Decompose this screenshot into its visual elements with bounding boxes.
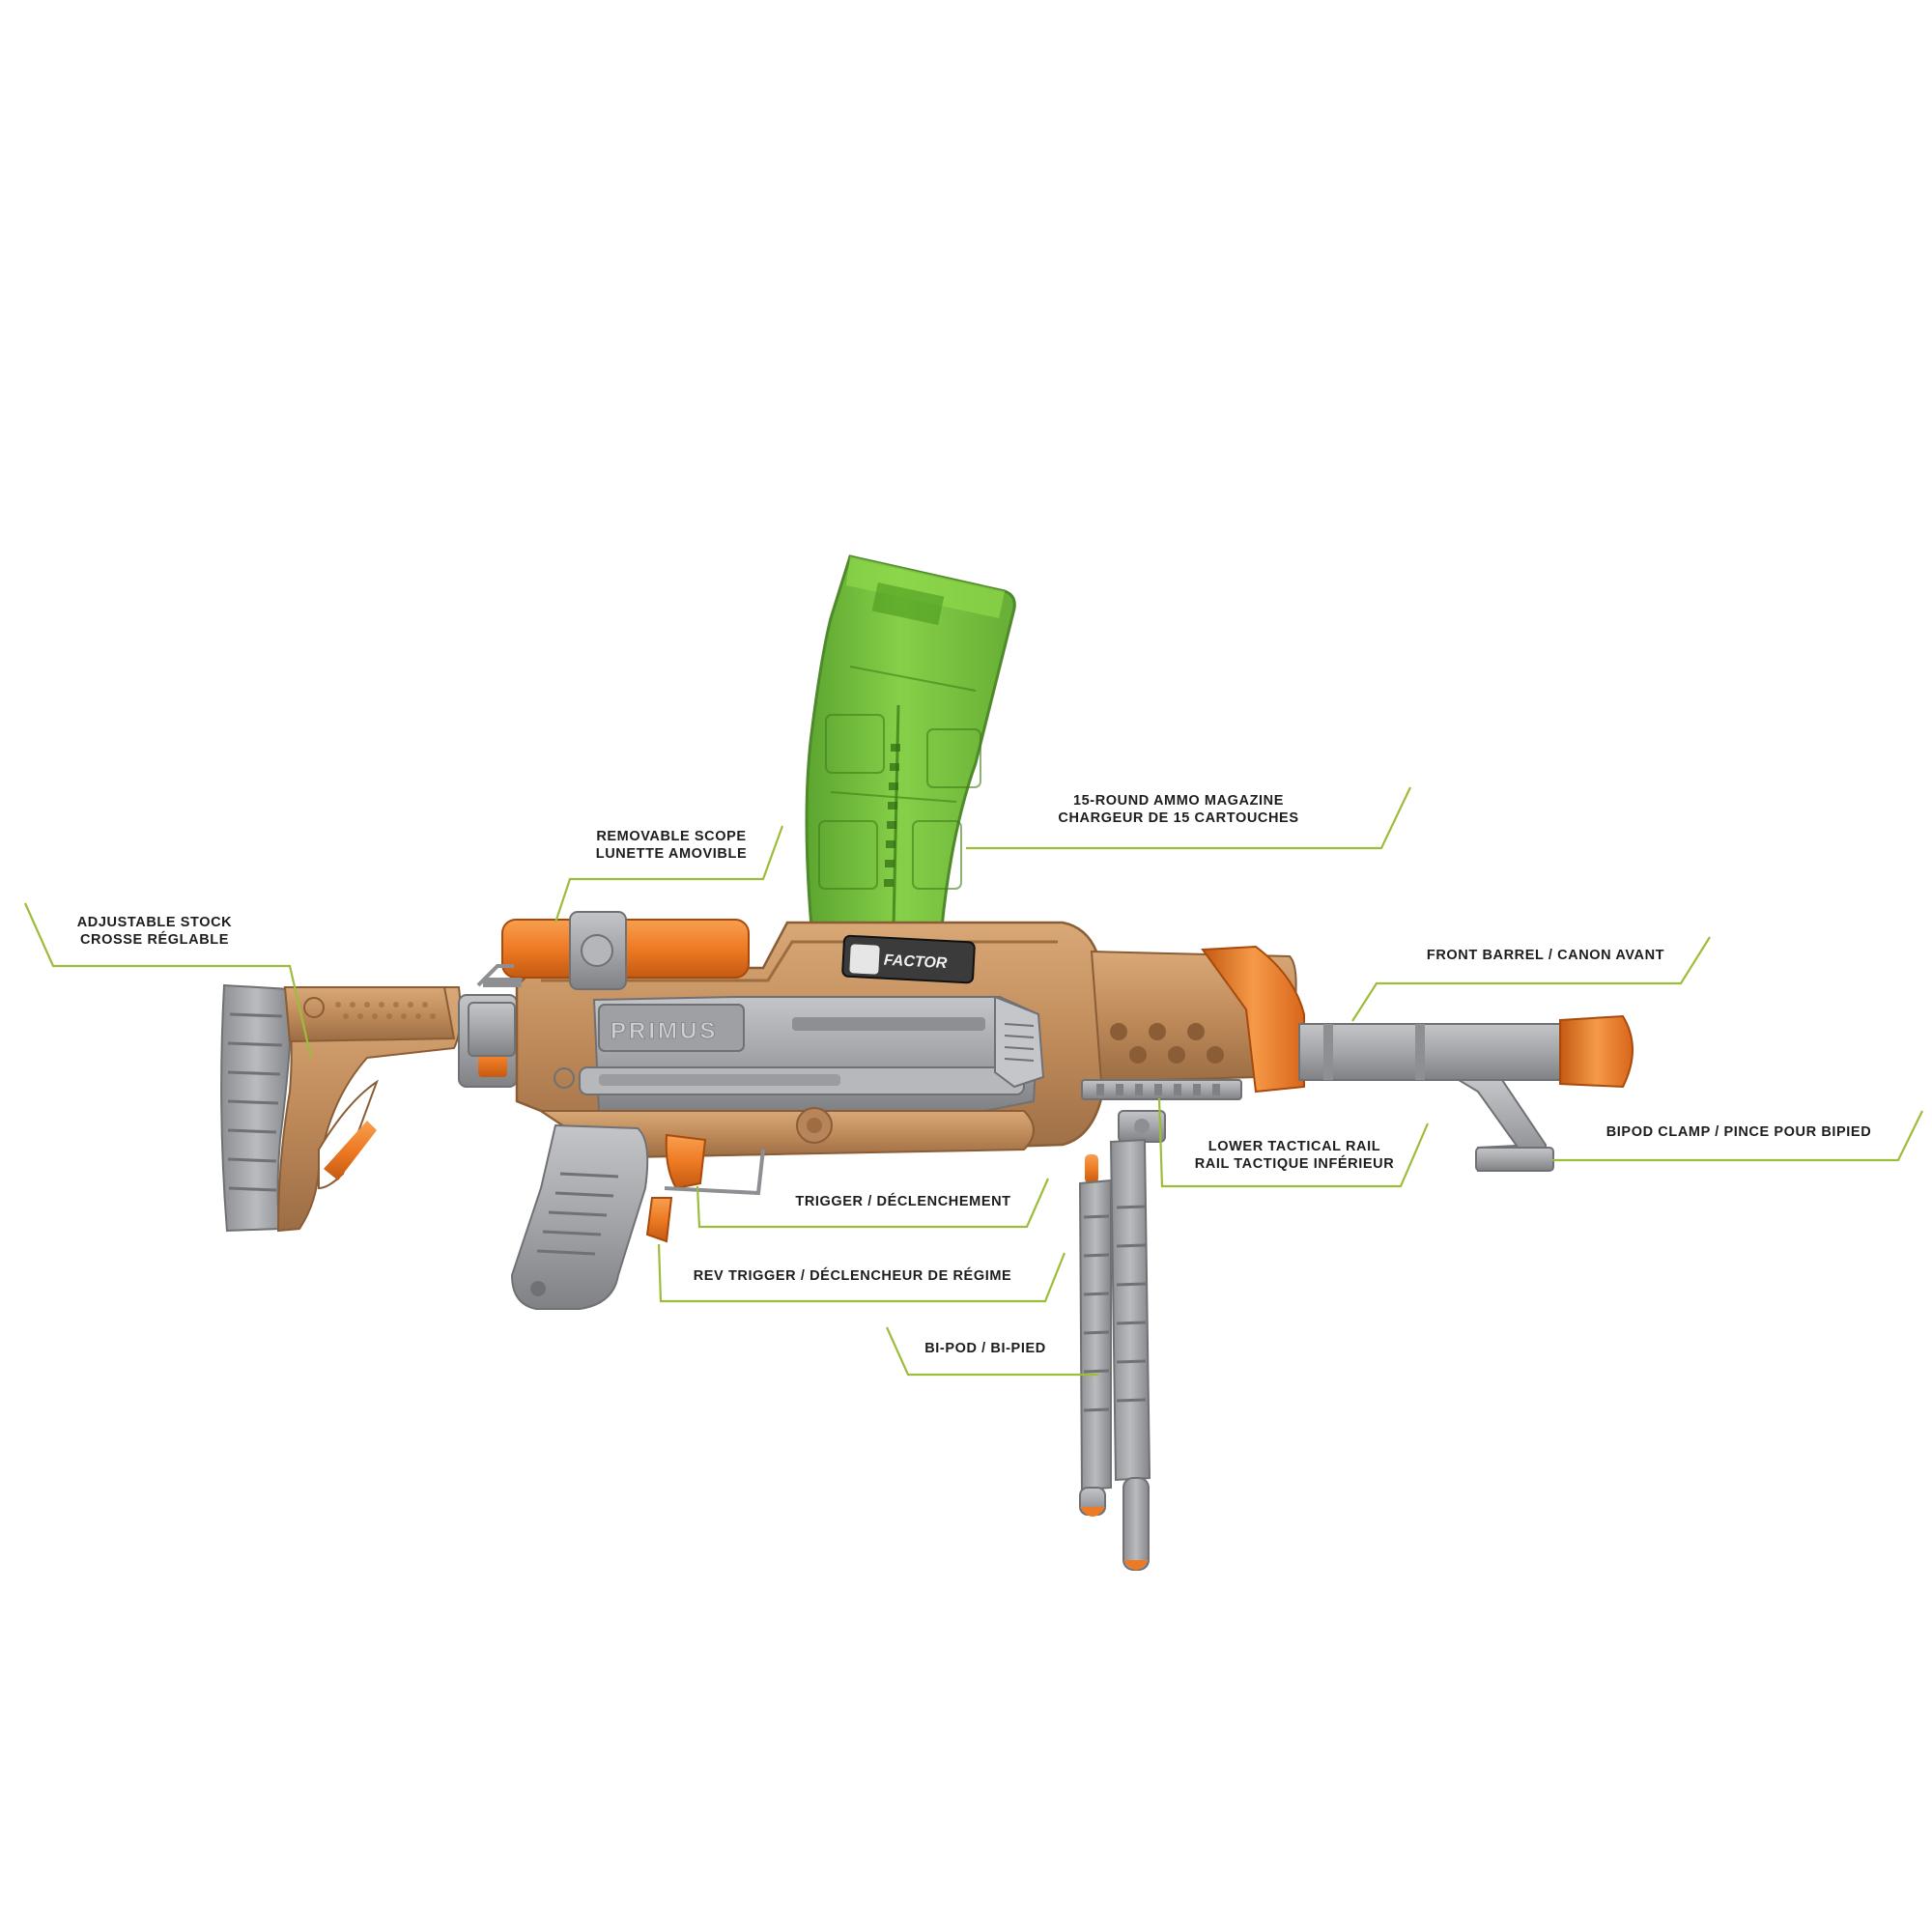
label-lower-rail-en: LOWER TACTICAL RAIL <box>1208 1139 1381 1154</box>
label-stock-en: ADJUSTABLE STOCK <box>76 915 233 930</box>
barrel-shroud <box>1090 945 1305 1094</box>
label-scope: REMOVABLE SCOPE LUNETTE AMOVIBLE <box>575 828 768 863</box>
front-barrel <box>1298 1014 1634 1089</box>
callout-line-scope <box>554 825 784 923</box>
logo-badge: FACTOR <box>841 934 976 984</box>
callout-line-trigger <box>696 1178 1050 1229</box>
callout-line-front-barrel <box>1351 936 1711 1022</box>
bipod <box>1078 1110 1166 1571</box>
label-trigger: TRIGGER / DÉCLENCHEMENT <box>795 1194 1011 1209</box>
callout-line-bipod <box>885 1326 1098 1377</box>
label-rev-trigger: REV TRIGGER / DÉCLENCHEUR DE RÉGIME <box>693 1268 1012 1284</box>
removable-scope <box>476 911 750 990</box>
label-scope-en: REMOVABLE SCOPE <box>596 829 747 844</box>
label-lower-rail: LOWER TACTICAL RAIL RAIL TACTIQUE INFÉRI… <box>1169 1138 1420 1173</box>
callout-line-lower-rail <box>1157 1097 1430 1188</box>
label-stock: ADJUSTABLE STOCK CROSSE RÉGLABLE <box>53 914 256 949</box>
label-bipod: BI-POD / BI-PIED <box>924 1341 1046 1356</box>
label-magazine-fr: CHARGEUR DE 15 CARTOUCHES <box>1058 810 1299 826</box>
label-scope-fr: LUNETTE AMOVIBLE <box>595 846 748 862</box>
callout-line-magazine <box>966 786 1411 850</box>
label-magazine-en: 15-ROUND AMMO MAGAZINE <box>1072 793 1285 809</box>
model-name: PRIMUS <box>611 1018 718 1044</box>
callout-line-bipod-clamp <box>1552 1110 1923 1162</box>
receiver: FACTOR PRIMUS <box>468 921 1108 1159</box>
label-front-barrel: FRONT BARREL / CANON AVANT <box>1426 948 1665 963</box>
callout-lines <box>23 786 1923 1377</box>
lower-tactical-rail <box>1081 1079 1242 1100</box>
callout-line-rev-trigger <box>657 1243 1066 1303</box>
label-magazine: 15-ROUND AMMO MAGAZINE CHARGEUR DE 15 CA… <box>1019 792 1338 827</box>
bipod-clamp <box>1455 1079 1554 1173</box>
trigger <box>664 1133 765 1196</box>
ammo-magazine <box>805 554 1016 929</box>
label-bipod-clamp: BIPOD CLAMP / PINCE POUR BIPIED <box>1605 1124 1872 1140</box>
pistol-grip <box>510 1123 649 1310</box>
rev-trigger <box>645 1197 673 1243</box>
logo-text: FACTOR <box>883 952 948 972</box>
label-stock-fr: CROSSE RÉGLABLE <box>79 932 229 948</box>
label-lower-rail-fr: RAIL TACTIQUE INFÉRIEUR <box>1194 1156 1395 1172</box>
callout-line-stock <box>23 902 313 1059</box>
